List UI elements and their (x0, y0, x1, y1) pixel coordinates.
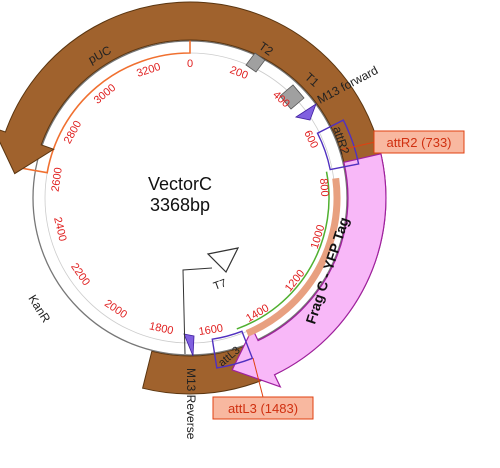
tick-label: 3000 (92, 82, 119, 107)
attr2-callout-label: attR2 (733) (386, 135, 451, 150)
attl3-box[interactable] (211, 330, 254, 369)
tick-label: 1800 (148, 320, 174, 337)
attr2-callout-line (339, 141, 376, 151)
tick-label: 0 (187, 58, 193, 70)
m13-reverse-arrow[interactable] (183, 333, 195, 357)
m13-forward-arrow[interactable] (294, 103, 317, 121)
attl3-callout-label: attL3 (1483) (228, 401, 298, 416)
tick-label: 1000 (309, 223, 328, 250)
attr2-box[interactable] (316, 119, 360, 171)
tick-label: 2400 (51, 216, 68, 243)
m13-reverse-label: M13 Reverse (184, 368, 198, 440)
tick-label: 800 (317, 178, 330, 197)
insert-line (236, 171, 330, 330)
tick-label: 2000 (102, 298, 129, 322)
attr2-callout-box (373, 130, 465, 154)
tick-label: 2600 (50, 167, 65, 193)
kanr-label: KanR (25, 292, 53, 325)
t7-label: T7 (212, 277, 228, 293)
attl3-callout-line (252, 357, 264, 398)
attl3-callout-box (212, 396, 314, 420)
plasmid-name: VectorC (148, 174, 212, 194)
frag-arrow[interactable] (231, 153, 387, 388)
tick-label: 2200 (68, 261, 92, 288)
t2-terminator[interactable] (245, 52, 266, 73)
tick-label: 600 (301, 129, 320, 151)
t1-terminator[interactable] (279, 84, 305, 110)
tick-label: 200 (228, 64, 249, 82)
tick-label: 3200 (135, 61, 162, 80)
tick-label: 1600 (198, 322, 224, 338)
t7-promoter-line (182, 267, 213, 355)
insert-band (245, 177, 341, 337)
plasmid-size: 3368bp (150, 195, 210, 215)
t7-arrow[interactable] (206, 247, 240, 274)
